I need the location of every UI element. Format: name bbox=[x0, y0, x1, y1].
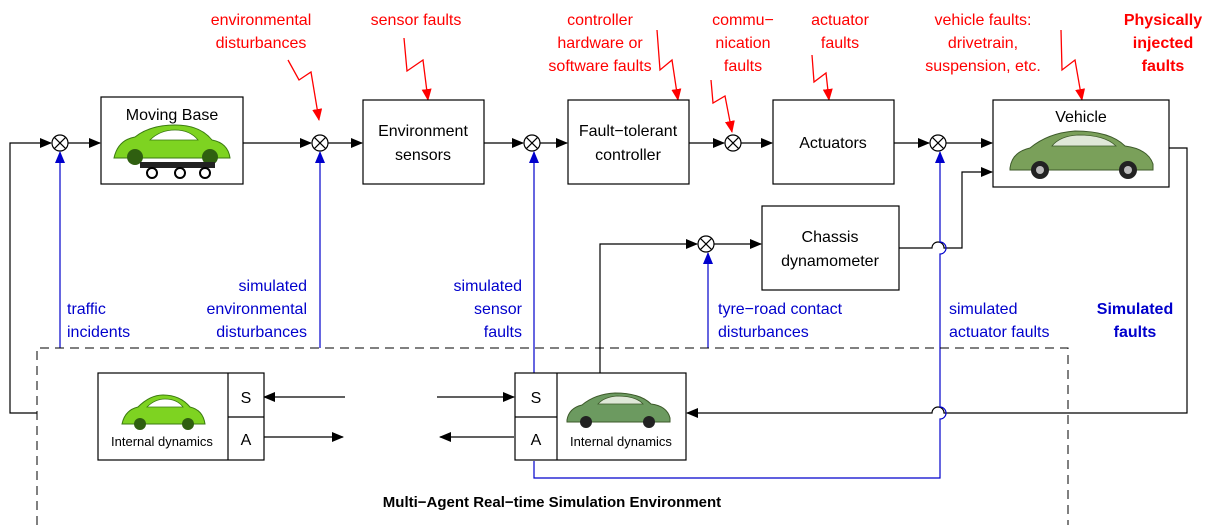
sim-env-label-2: environmental bbox=[207, 301, 308, 318]
env-disturbance-label: environmental bbox=[211, 12, 312, 29]
sensor-faults-label: sensor faults bbox=[371, 12, 462, 29]
vehicle-faults-label-3: suspension, etc. bbox=[925, 58, 1041, 75]
chassis-to-vehicle-line bbox=[899, 167, 993, 249]
sim-actuator-label-2: actuator faults bbox=[949, 324, 1050, 341]
controller-faults-label: controller bbox=[567, 12, 633, 29]
chassis-dynamometer-block bbox=[761, 205, 900, 291]
physical-faults-header-3: faults bbox=[1142, 58, 1185, 75]
chassis-title-2: dynamometer bbox=[781, 253, 879, 270]
sim-actuator-line bbox=[533, 151, 947, 479]
agent-left-a-port: A bbox=[241, 432, 252, 449]
traffic-label-2: incidents bbox=[67, 324, 130, 341]
lightning-arrow bbox=[811, 54, 833, 101]
simulation-environment-boundary bbox=[36, 347, 1069, 525]
summing-junction-5 bbox=[929, 134, 947, 152]
tyre-road-label-2: disturbances bbox=[718, 324, 809, 341]
sedan-car-icon bbox=[1009, 130, 1154, 179]
vehicle-faults-label: vehicle faults: bbox=[935, 12, 1032, 29]
lightning-arrow bbox=[710, 79, 735, 133]
tyre-road-label: tyre−road contact bbox=[718, 301, 843, 318]
env-sensors-title: Environment bbox=[378, 123, 468, 140]
env-disturbance-label-2: disturbances bbox=[216, 35, 307, 52]
environment-sensors-block bbox=[362, 99, 485, 185]
controller-title: Fault−tolerant bbox=[579, 123, 678, 140]
summing-junction-1 bbox=[51, 134, 69, 152]
chassis-title: Chassis bbox=[802, 229, 859, 246]
summing-junction-4 bbox=[724, 134, 742, 152]
agent-left-s-port: S bbox=[241, 390, 252, 407]
sedan-car-icon bbox=[566, 392, 671, 428]
sim-sensor-label-3: faults bbox=[484, 324, 522, 341]
physical-fault-labels: environmental disturbances sensor faults… bbox=[211, 12, 1202, 75]
actuators-block bbox=[772, 99, 895, 185]
beetle-car-icon bbox=[121, 394, 206, 430]
simulated-faults-header: Simulated bbox=[1097, 301, 1173, 318]
sim-env-label: simulated bbox=[239, 278, 307, 295]
physical-faults-header: Physically bbox=[1124, 12, 1202, 29]
simulated-fault-labels: traffic incidents simulated environmenta… bbox=[67, 278, 1173, 341]
summing-junction-3 bbox=[523, 134, 541, 152]
simulated-fault-lines bbox=[55, 151, 947, 479]
actuators-title: Actuators bbox=[799, 135, 867, 152]
environment-title: Multi−Agent Real−time Simulation Environ… bbox=[383, 494, 721, 511]
agent-left-label: Internal dynamics bbox=[111, 434, 213, 449]
traffic-label: traffic bbox=[67, 301, 106, 318]
sim-env-label-3: disturbances bbox=[216, 324, 307, 341]
feedback-line bbox=[9, 138, 52, 414]
agent-right-s-port: S bbox=[531, 390, 542, 407]
beetle-car-cart-icon bbox=[113, 124, 231, 179]
env-sensors-title-2: sensors bbox=[395, 147, 451, 164]
controller-faults-label-2: hardware or bbox=[557, 35, 643, 52]
simulated-faults-header-2: faults bbox=[1114, 324, 1157, 341]
lightning-arrow bbox=[403, 37, 432, 101]
moving-base-title: Moving Base bbox=[126, 107, 219, 124]
physical-fault-arrows bbox=[287, 29, 1086, 133]
vehicle-title: Vehicle bbox=[1055, 109, 1107, 126]
lightning-arrow bbox=[1060, 29, 1086, 101]
sim-sensor-label-2: sensor bbox=[474, 301, 523, 318]
communication-faults-label: commu− bbox=[712, 12, 774, 29]
sim-actuator-label: simulated bbox=[949, 301, 1017, 318]
sim-sensor-label: simulated bbox=[454, 278, 522, 295]
agent-right-label: Internal dynamics bbox=[570, 434, 672, 449]
agent-to-chassis-line bbox=[599, 239, 698, 373]
controller-title-2: controller bbox=[595, 147, 661, 164]
lightning-arrow bbox=[287, 59, 323, 121]
summing-junction-2 bbox=[311, 134, 329, 152]
actuator-faults-label-2: faults bbox=[821, 35, 859, 52]
physical-faults-header-2: injected bbox=[1133, 35, 1193, 52]
controller-block bbox=[567, 99, 690, 185]
lightning-arrow bbox=[656, 29, 682, 101]
agent-right: S A Internal dynamics bbox=[514, 372, 687, 461]
controller-faults-label-3: software faults bbox=[548, 58, 651, 75]
communication-faults-label-2: nication bbox=[715, 35, 770, 52]
summing-junction-6 bbox=[697, 235, 715, 253]
vehicle-faults-label-2: drivetrain, bbox=[948, 35, 1018, 52]
actuator-faults-label: actuator bbox=[811, 12, 869, 29]
agent-right-a-port: A bbox=[531, 432, 542, 449]
agent-left: S A Internal dynamics bbox=[97, 372, 265, 461]
communication-faults-label-3: faults bbox=[724, 58, 762, 75]
